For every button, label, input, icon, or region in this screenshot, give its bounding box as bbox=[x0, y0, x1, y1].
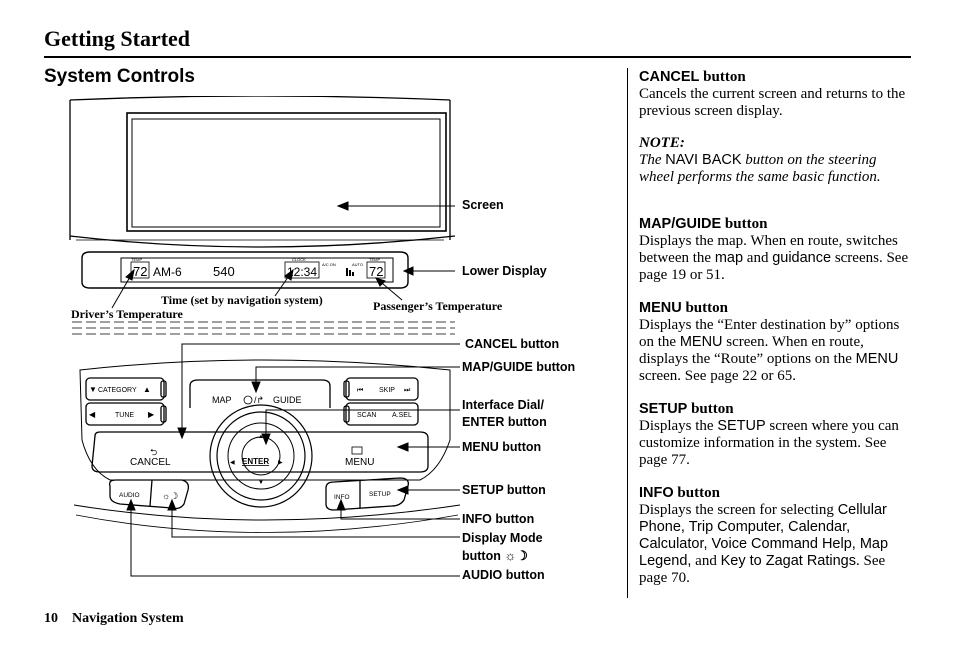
page-number: 10 bbox=[44, 611, 58, 626]
svg-text:⏮: ⏮ bbox=[357, 387, 363, 394]
display-clock: 12:34 bbox=[287, 265, 317, 279]
svg-text:▶: ▶ bbox=[148, 410, 155, 419]
callout-menu-button: MENU button bbox=[462, 440, 542, 454]
callout-map-guide-button: MAP/GUIDE button bbox=[462, 360, 576, 374]
skip-label: SKIP bbox=[379, 387, 395, 394]
menu-label: MENU bbox=[345, 457, 374, 468]
page-footer: 10 Navigation System bbox=[44, 611, 184, 627]
display-band: AM-6 bbox=[153, 265, 182, 279]
map-label: MAP bbox=[212, 395, 232, 405]
svg-text:▲: ▲ bbox=[258, 434, 264, 440]
callout-driver-temp: Driver’s Temperature bbox=[71, 307, 183, 321]
svg-text:▲: ▲ bbox=[143, 385, 151, 394]
scan-label: SCAN bbox=[357, 412, 376, 419]
info-description: INFO button Displays the screen for sele… bbox=[639, 485, 889, 586]
svg-text:AUTO: AUTO bbox=[352, 262, 363, 267]
callout-screen: Screen bbox=[462, 198, 504, 212]
svg-text:A/C ON: A/C ON bbox=[322, 262, 336, 267]
display-passenger-temp: 72 bbox=[369, 264, 383, 279]
display-freq: 540 bbox=[213, 264, 235, 279]
callout-interface-dial: Interface Dial/ENTER button bbox=[462, 398, 547, 429]
cancel-label: CANCEL bbox=[130, 457, 171, 468]
callout-cancel-button: CANCEL button bbox=[465, 337, 560, 351]
display-mode-icon: ☼☽ bbox=[504, 548, 528, 563]
svg-text:/↱: /↱ bbox=[254, 395, 264, 405]
callout-info-button: INFO button bbox=[462, 512, 535, 526]
svg-text:▼: ▼ bbox=[258, 480, 264, 486]
callout-setup-button: SETUP button bbox=[462, 483, 546, 497]
svg-text:☼☽: ☼☽ bbox=[162, 491, 178, 501]
svg-text:⮌: ⮌ bbox=[150, 447, 157, 457]
header-rule bbox=[44, 56, 911, 58]
category-label: CATEGORY bbox=[98, 387, 137, 394]
footer-label: Navigation System bbox=[72, 611, 184, 626]
control-panel-illustration: 72 TEMP AM-6 540 12:34 CLOCK A/C ON AUTO… bbox=[69, 96, 461, 577]
setup-label: SETUP bbox=[369, 491, 391, 498]
note-block: NOTE: The NAVI BACK button on the steeri… bbox=[639, 135, 881, 185]
setup-description: SETUP button Displays the SETUP screen w… bbox=[639, 401, 899, 468]
page-header-title: Getting Started bbox=[44, 26, 191, 51]
enter-label: ENTER bbox=[242, 457, 269, 466]
svg-text:▶: ▶ bbox=[278, 460, 283, 466]
callout-lower-display: Lower Display bbox=[462, 264, 547, 278]
svg-text:▼: ▼ bbox=[89, 385, 97, 394]
display-driver-temp: 72 bbox=[133, 264, 147, 279]
audio-label: AUDIO bbox=[119, 492, 140, 499]
svg-text:⏭: ⏭ bbox=[404, 387, 411, 394]
callout-passenger-temp: Passenger’s Temperature bbox=[373, 299, 503, 313]
svg-text:CLOCK: CLOCK bbox=[292, 257, 306, 262]
map-guide-description: MAP/GUIDE button Displays the map. When … bbox=[639, 216, 909, 283]
column-divider bbox=[627, 68, 628, 598]
svg-text:TEMP: TEMP bbox=[131, 257, 142, 262]
svg-text:◀: ◀ bbox=[89, 410, 96, 419]
section-title: System Controls bbox=[44, 66, 195, 87]
tune-label: TUNE bbox=[115, 412, 134, 419]
callout-time: Time (set by navigation system) bbox=[161, 293, 323, 307]
cancel-description: CANCEL button Cancels the current screen… bbox=[639, 69, 906, 119]
svg-text:◀: ◀ bbox=[230, 460, 235, 466]
info-label: INFO bbox=[334, 494, 350, 501]
guide-label: GUIDE bbox=[273, 395, 302, 405]
callout-audio-button: AUDIO button bbox=[462, 568, 545, 582]
asel-label: A.SEL bbox=[392, 412, 412, 419]
svg-text:TEMP: TEMP bbox=[369, 257, 380, 262]
menu-description: MENU button Displays the “Enter destinat… bbox=[639, 300, 900, 384]
